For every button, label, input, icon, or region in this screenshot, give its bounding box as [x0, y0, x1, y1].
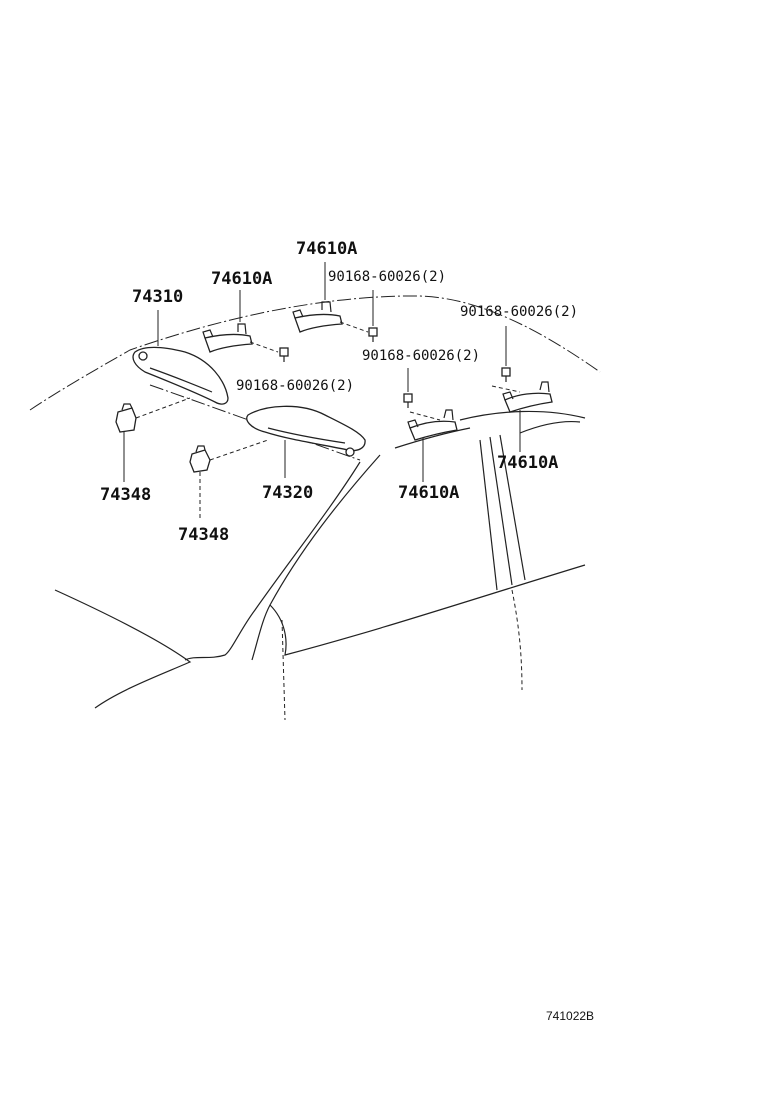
visor-holder-left[interactable] [115, 397, 191, 482]
screw-2[interactable] [368, 290, 378, 342]
label-assist-grip-4: 74610A [497, 453, 558, 473]
screw-3[interactable] [403, 368, 413, 408]
sun-visor-left[interactable] [132, 310, 229, 405]
assist-grip-2[interactable] [292, 262, 369, 333]
label-screw-1: 90168-60026(2) [236, 378, 354, 394]
label-assist-grip-1: 74610A [211, 269, 272, 289]
label-holder-right: 74348 [178, 525, 229, 545]
label-holder-left: 74348 [100, 485, 151, 505]
diagram-code: 741022B [546, 1009, 594, 1023]
sun-visor-right[interactable] [246, 405, 366, 478]
label-assist-grip-2: 74610A [296, 239, 357, 259]
label-assist-grip-3: 74610A [398, 483, 459, 503]
label-screw-2: 90168-60026(2) [328, 269, 446, 285]
screw-4[interactable] [501, 326, 511, 382]
label-visor-left: 74310 [132, 287, 183, 307]
label-visor-right: 74320 [262, 483, 313, 503]
label-screw-3: 90168-60026(2) [362, 348, 480, 364]
assist-grip-3[interactable] [407, 409, 458, 482]
visor-holder-right[interactable] [189, 439, 269, 518]
vehicle-body-outline [29, 295, 601, 721]
screw-1[interactable] [279, 347, 289, 362]
assist-grip-1[interactable] [202, 290, 279, 353]
assist-grip-4[interactable] [491, 381, 553, 452]
label-screw-4: 90168-60026(2) [460, 304, 578, 320]
